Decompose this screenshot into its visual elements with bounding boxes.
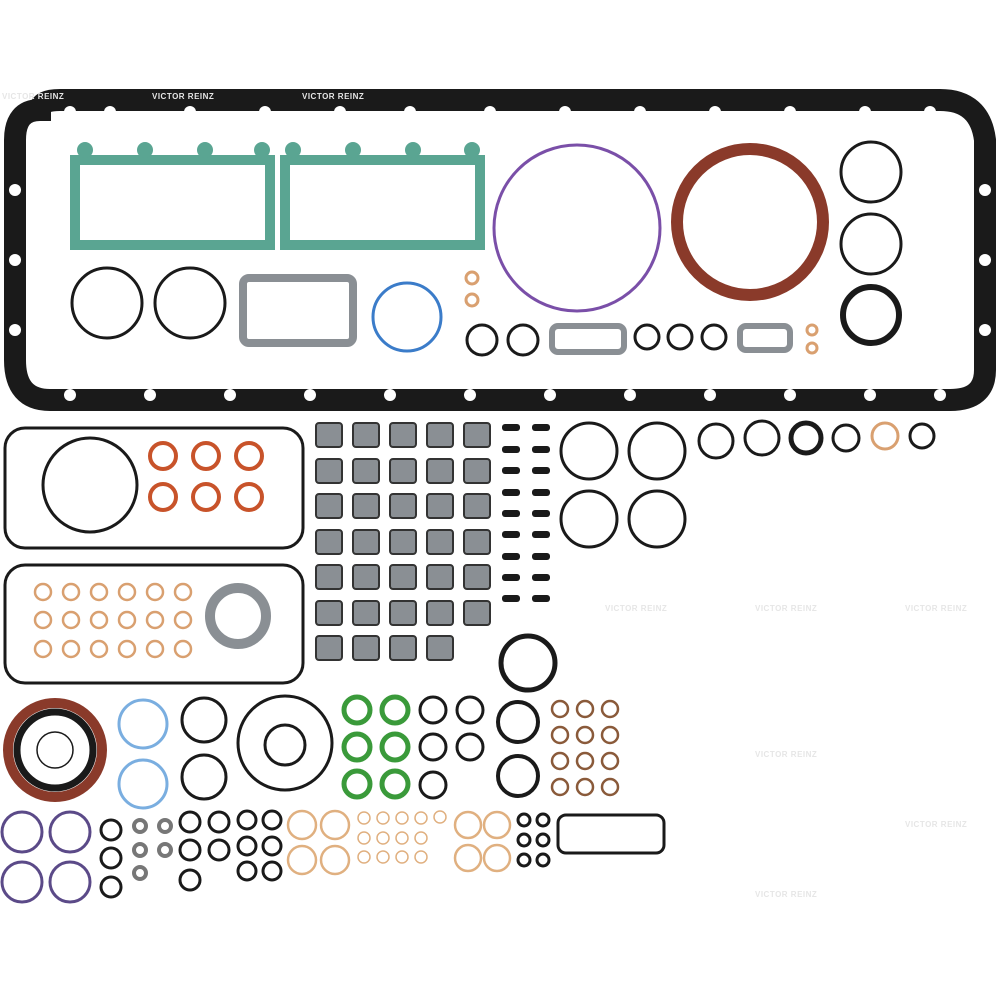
watermark: VICTOR REINZ [905, 604, 968, 613]
watermark: VICTOR REINZ [605, 604, 668, 613]
watermark: VICTOR REINZ [302, 92, 365, 101]
oil-pan-gasket [3, 89, 996, 411]
watermark: VICTOR REINZ [905, 820, 968, 829]
manifold-gaskets [70, 155, 485, 250]
watermark: VICTOR REINZ [152, 92, 215, 101]
watermark: VICTOR REINZ [755, 890, 818, 899]
watermark: VICTOR REINZ [2, 92, 65, 101]
clip-grid [315, 422, 491, 661]
watermark: VICTOR REINZ [755, 604, 818, 613]
plug-grid [502, 424, 550, 602]
watermark: VICTOR REINZ [755, 750, 818, 759]
